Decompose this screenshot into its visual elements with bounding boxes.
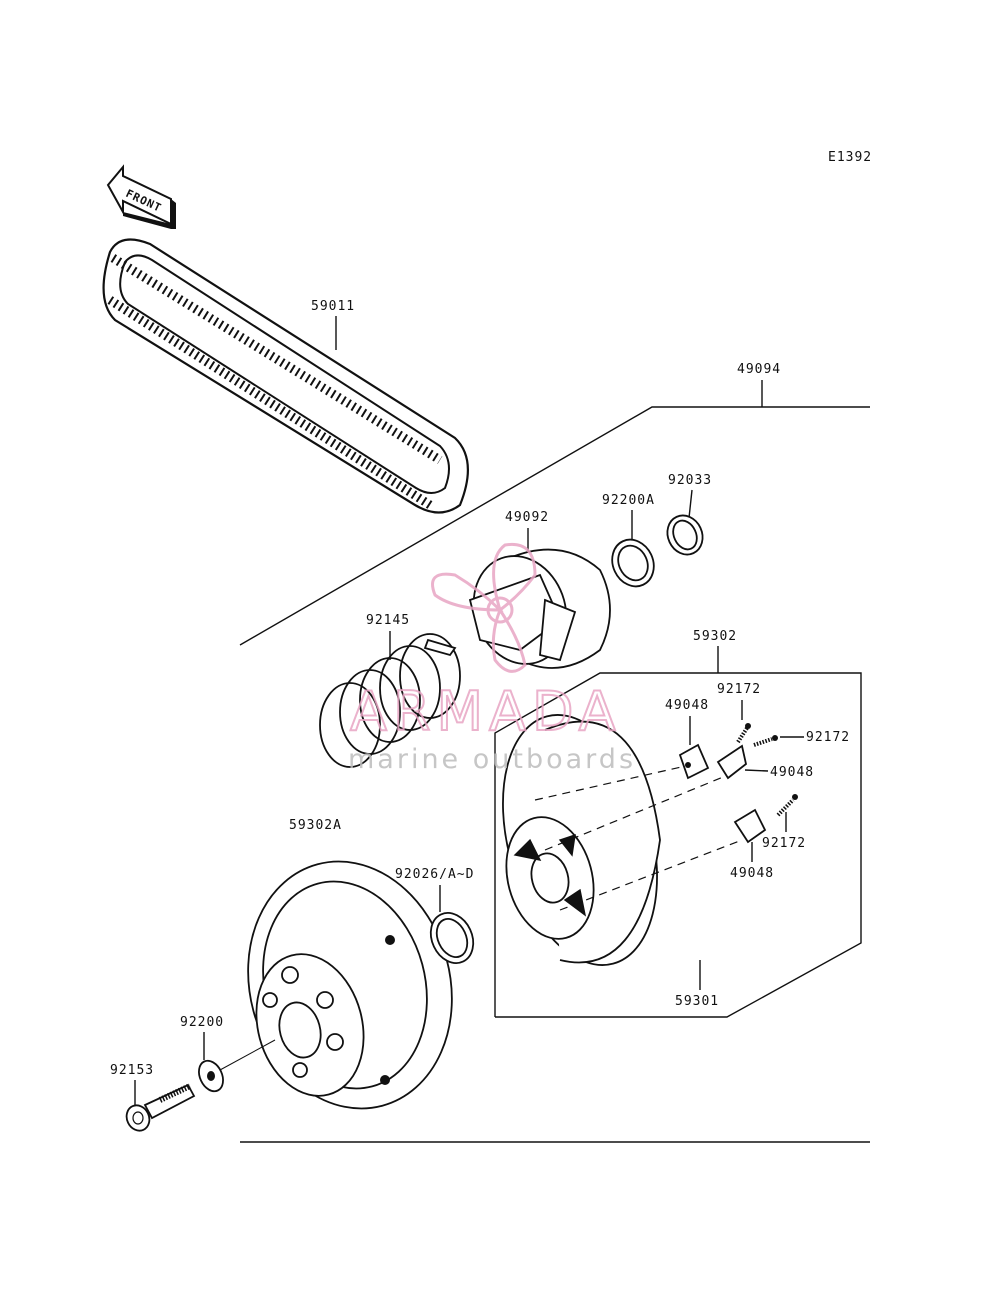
flange-bolt [125,1083,196,1132]
label-49048-2: 49048 [770,765,814,780]
label-49092: 49092 [505,510,549,525]
label-92172-1: 92172 [717,682,761,697]
fixed-sheave [247,860,453,1110]
label-59301: 59301 [675,994,719,1009]
screw-1 [736,723,751,744]
label-92145: 92145 [366,613,410,628]
movable-sheave [502,714,661,966]
label-59302A: 59302A [289,818,342,833]
label-92153: 92153 [110,1063,154,1078]
screw-3 [776,794,798,817]
label-59302: 59302 [693,629,737,644]
label-92200A: 92200A [602,493,655,508]
slider-weight-1 [678,743,710,780]
label-92172-3: 92172 [762,836,806,851]
spring [319,633,461,768]
label-92200: 92200 [180,1015,224,1030]
drive-belt [102,238,469,514]
label-92026: 92026/A~D [395,867,474,882]
propeller-logo-icon [431,542,537,673]
slider-weight-3 [733,808,767,844]
label-49094: 49094 [737,362,781,377]
driven-cam [468,548,611,669]
watermark-tagline: marine outboards [348,744,636,775]
label-49048-3: 49048 [730,866,774,881]
screw-2 [753,735,778,747]
label-92033: 92033 [668,473,712,488]
watermark-brand: ARMADA [350,680,622,743]
slider-weight-2 [716,744,748,780]
label-49048-1: 49048 [665,698,709,713]
label-92172-2: 92172 [806,730,850,745]
label-59011: 59011 [311,299,355,314]
diagram-code: E1392 [828,150,872,165]
armada-watermark: ARMADA marine outboards [348,542,636,775]
front-arrow-icon: FRONT [106,164,176,229]
